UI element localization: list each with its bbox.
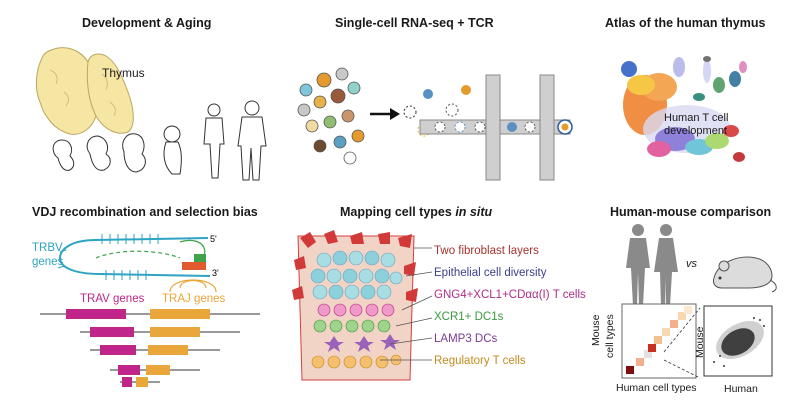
atlas-cluster-label-1: Human T cell — [664, 112, 729, 124]
cell-cluster — [297, 67, 365, 165]
atlas-umap — [621, 56, 747, 162]
panel-title-vdj: VDJ recombination and selection bias — [32, 205, 258, 219]
mapping-title-main: Mapping cell types — [340, 205, 456, 219]
heatmap-ylabel-2: cell types — [604, 314, 616, 358]
celltype-heatmap — [621, 303, 697, 379]
legend-fibroblast: Two fibroblast layers — [434, 245, 539, 257]
trav-traj-rows — [40, 309, 260, 387]
tissue-section — [292, 230, 418, 381]
vdj-five-prime: 5' — [210, 234, 217, 244]
thymus-label: Thymus — [102, 66, 145, 80]
embryo-aging-figures — [52, 100, 267, 181]
legend-epithelial: Epithelial cell diversity — [434, 267, 547, 279]
vdj-three-prime: 3' — [212, 268, 219, 278]
thymus-illustration — [35, 47, 134, 135]
panel-title-scrna: Single-cell RNA-seq + TCR — [335, 16, 494, 30]
panel-title-atlas: Atlas of the human thymus — [605, 16, 766, 30]
heatmap-ylabel-1: Mouse — [590, 314, 602, 346]
legend-treg: Regulatory T cells — [434, 355, 526, 367]
legend-dc1s: XCR1+ DC1s — [434, 311, 504, 323]
legend-lamp3: LAMP3 DCs — [434, 333, 498, 345]
human-silhouettes — [626, 224, 678, 306]
traj-label: TRAJ genes — [162, 293, 226, 305]
atlas-cluster-label-2: development — [664, 125, 727, 137]
mapping-pointer-lines — [380, 247, 433, 361]
legend-gng4-tcells: GNG4+XCL1+CDαα(I) T cells — [434, 289, 586, 301]
scatter-xlabel: Human — [724, 383, 758, 395]
trbv-label-2: genes — [32, 256, 64, 268]
mapping-title-italic: in situ — [455, 205, 493, 219]
panel-title-mapping: Mapping cell types in situ — [340, 205, 492, 219]
heatmap-xlabel: Human cell types — [616, 382, 697, 394]
scrna-cells-diagram — [297, 67, 573, 181]
mapping-legend: Two fibroblast layers Epithelial cell di… — [434, 240, 586, 372]
human-mouse-scatter — [703, 305, 773, 377]
panel-title-comparison: Human-mouse comparison — [610, 205, 772, 219]
trav-label: TRAV genes — [80, 293, 145, 305]
panel-title-development: Development & Aging — [82, 16, 212, 30]
mouse-silhouette — [713, 256, 777, 293]
zoom-connector — [663, 307, 701, 379]
vdj-diagram: 5' 3' — [40, 234, 260, 387]
scatter-ylabel: Mouse — [694, 326, 706, 358]
trbv-label-1: TRBV — [32, 242, 63, 254]
vs-label: vs — [686, 258, 697, 270]
